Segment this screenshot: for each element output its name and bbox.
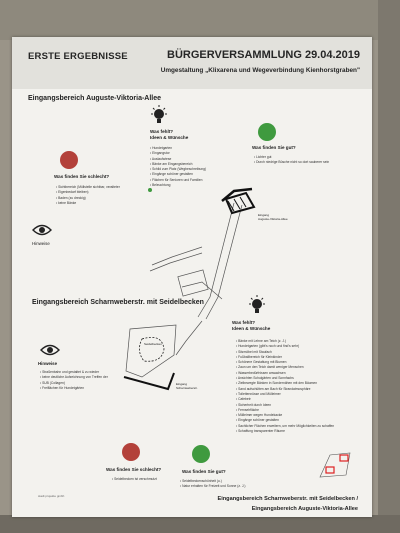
list-item: Beleuchtung (150, 183, 206, 188)
thumbs-up-icon (192, 445, 210, 463)
list-item: Sand aufschütten am Bach für Strandatmos… (236, 387, 334, 392)
list-item: Durch niedrige Büsche nicht so dort saub… (254, 160, 329, 165)
list-item: Hundetgarten (150, 146, 206, 151)
footer-line2: Eingangsbereich Auguste-Viktoria-Allee (251, 506, 358, 512)
section1-hints-label: Hinweise (32, 241, 50, 246)
site-plan-map (123, 320, 203, 391)
list-item: Eingänge schöner gestalten (150, 172, 206, 177)
list-item: Freiflächen für Hundetgärten (40, 386, 108, 391)
list-item: Straßenbahn und gestaltet & zu wieder (40, 370, 108, 375)
list-item: Auslaufwiese (150, 157, 206, 162)
section2-hints-list: Straßenbahn und gestaltet & zu wieder ke… (40, 370, 108, 391)
eye-icon (40, 344, 60, 356)
thumbs-down-icon (122, 443, 140, 461)
section2-lack-list: Bänke mit Lehne am Teich (z. J.) Hundetg… (236, 339, 334, 434)
section1-bad-list: Sichtbereich (Müllstelle sichtbar, veral… (56, 185, 120, 206)
header-subtitle: Umgestaltung „Klixarena und Wegeverbindu… (160, 67, 360, 74)
list-item: Sichtbereich (Müllstelle sichtbar, veral… (56, 185, 120, 190)
list-item: Ansichten Schulgärten und Sonnfachs (236, 376, 334, 381)
list-item: Flächen für Senioren und Familien (150, 178, 206, 183)
section2-bad-list: Seidelbecken ist verschmutzt (112, 477, 157, 482)
list-item: Hundetgarten (gibt's noch und find's seh… (236, 344, 334, 349)
site-plan-map (149, 187, 256, 320)
list-item: Bänke mit Lehne am Teich (z. J.) (236, 339, 334, 344)
section1-good-list: Lichter gut Durch niedrige Büsche nicht … (254, 155, 329, 166)
list-item: Fernsehfläche (236, 408, 334, 413)
lightbulb-icon (249, 295, 265, 313)
list-item: Eingänge schöner gestalten (236, 418, 334, 423)
list-item: Eigenbedarf bleiben) (56, 190, 120, 195)
poster-header: ERSTE ERGEBNISSE BÜRGERVERSAMMLUNG 29.04… (12, 37, 372, 89)
list-item: Schönere Gestaltung mit Blumen (236, 360, 334, 365)
list-item: Lichter gut (254, 155, 329, 160)
section1-lack-list: Hundetgarten Eingangstor Auslaufwiese Bä… (150, 146, 206, 188)
list-item: keine Bänke (56, 201, 120, 206)
list-item: Toilettennüsse und Mülleimer (236, 392, 334, 397)
list-item: Sitzmöbel mit Staufach (236, 350, 334, 355)
section2-good-list: Seidelbeckenschönheit (u.) Natur erhalte… (180, 479, 245, 490)
section1-good-label: Was finden Sie gut? (252, 145, 296, 150)
section1-title: Eingangsbereich Auguste-Viktoria-Allee (28, 95, 162, 102)
list-item: Sachlicher Flächen erweitern, um mehr Mö… (236, 424, 334, 429)
section2-good-label: Was finden Sie gut? (182, 469, 226, 474)
section1-lack-label: Was fehlt? Ideen & Wünsche (150, 129, 189, 140)
vote-dot (148, 188, 152, 192)
floor (0, 515, 400, 533)
list-item: Natur erhalten für Freizeit und Sonne (z… (180, 484, 245, 489)
overview-map (319, 452, 351, 478)
list-item: Cafebetr (236, 397, 334, 402)
list-item: Schild zum Platz (Wegbeschreibung) (150, 167, 206, 172)
list-item: Fußballbereich für Kleinkinder (236, 355, 334, 360)
list-item: Sicherheit durch Ideen (236, 403, 334, 408)
list-item: SUB (Collagen) (40, 381, 108, 386)
list-item: Wasserbedürfnissen anwachsen (236, 371, 334, 376)
list-item: Eingangstor (150, 151, 206, 156)
section2-title: Eingangsbereich Scharnweberstr. mit Seid… (32, 299, 204, 306)
section2-bad-label: Was finden Sie schlecht? (106, 467, 162, 472)
section2-map-label-b: Eingang Scharnweberstr. (176, 382, 198, 390)
section2-lack-label: Was fehlt? Ideen & Wünsche (232, 320, 271, 331)
lightbulb-icon (151, 105, 167, 123)
footer-logo: stadt projekte gmbh (38, 494, 65, 498)
section2-map-label-a: Seidelbecken (144, 342, 163, 346)
header-right-title: BÜRGERVERSAMMLUNG 29.04.2019 (167, 49, 360, 61)
list-item: Mülleimer wegen Hundekacke (236, 413, 334, 418)
thumbs-down-icon (60, 151, 78, 169)
list-item: Baden (zu dreckig) (56, 196, 120, 201)
list-item: Seidelbecken ist verschmutzt (112, 477, 157, 482)
eye-icon (32, 224, 52, 236)
list-item: Zielbewegte Bänken in Sondernähen mit de… (236, 381, 334, 386)
list-item: Zaun um den Teich damit weniger Menschen (236, 365, 334, 370)
section1-bad-label: Was finden Sie schlecht? (54, 174, 110, 179)
section2-hints-label: Hinweise (38, 361, 58, 366)
thumbs-up-icon (258, 123, 276, 141)
list-item: Bänke am Eingangsbereich (150, 162, 206, 167)
wall-top (0, 0, 400, 40)
section1-map-label: Eingang Auguste-Viktoria-Allee (258, 213, 288, 221)
list-item: keine deutliche Aufzeichnung von Treffen… (40, 375, 108, 380)
header-left-title: ERSTE ERGEBNISSE (28, 51, 128, 62)
wall-right (378, 0, 400, 533)
footer-line1: Eingangsbereich Scharnweberstr. mit Seid… (217, 496, 358, 502)
poster: ERSTE ERGEBNISSE BÜRGERVERSAMMLUNG 29.04… (12, 37, 372, 517)
list-item: Seidelbeckenschönheit (u.) (180, 479, 245, 484)
list-item: Schaffung transparenter Räume (236, 429, 334, 434)
